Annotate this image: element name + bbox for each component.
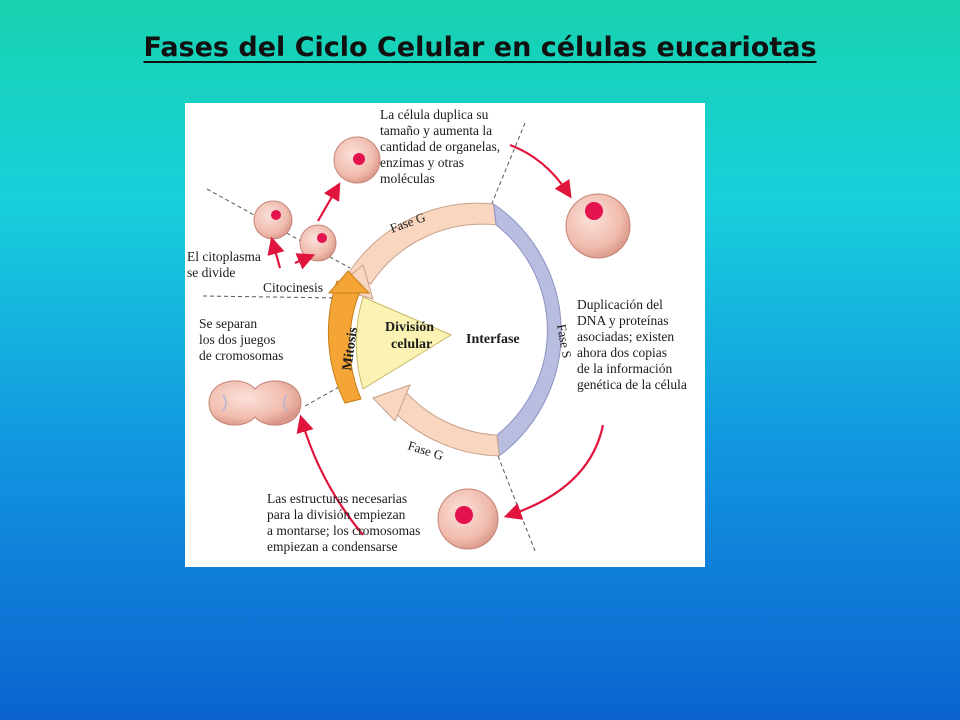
cycle-arrows	[267, 143, 605, 536]
slide-title: Fases del Ciclo Celular en células eucar…	[143, 32, 817, 63]
svg-text:a montarse; los cromosomas: a montarse; los cromosomas	[267, 523, 420, 538]
note-citocinesis: Citocinesis	[263, 280, 323, 295]
svg-text:DNA y proteínas: DNA y proteínas	[577, 313, 669, 328]
note-chromosomes: Se separan los dos juegos de cromosomas	[199, 316, 283, 363]
svg-text:ahora dos copias: ahora dos copias	[577, 345, 667, 360]
svg-text:se divide: se divide	[187, 265, 235, 280]
daughter-cell-2	[299, 224, 337, 262]
division-label-line1: División	[385, 320, 434, 335]
mitosis-band	[327, 280, 362, 404]
svg-text:La célula duplica su: La célula duplica su	[380, 107, 489, 122]
g2-arrow-head	[372, 384, 411, 422]
svg-text:tamaño y aumenta la: tamaño y aumenta la	[380, 123, 492, 138]
svg-text:para la división empiezan: para la división empiezan	[267, 507, 406, 522]
svg-text:empiezan a condensarse: empiezan a condensarse	[267, 539, 397, 554]
note-cytoplasm: El citoplasma se divide	[187, 249, 261, 280]
svg-text:asociadas; existen: asociadas; existen	[577, 329, 674, 344]
s-phase-label: Fase S	[554, 323, 575, 359]
g2-phase-band	[387, 387, 500, 457]
svg-text:de cromosomas: de cromosomas	[199, 348, 283, 363]
small-cell-upper	[333, 136, 381, 184]
mitosis-label: Mitosis	[340, 326, 361, 372]
s-phase-band	[493, 202, 562, 457]
svg-text:El citoplasma: El citoplasma	[187, 249, 261, 264]
note-g2-prep: Las estructuras necesarias para la divis…	[267, 491, 420, 554]
note-g1-growth: La célula duplica su tamaño y aumenta la…	[380, 107, 500, 186]
svg-text:Se separan: Se separan	[199, 316, 257, 331]
large-cell-top	[565, 193, 631, 259]
svg-text:enzimas y otras: enzimas y otras	[380, 155, 464, 170]
svg-text:genética de la célula: genética de la célula	[577, 377, 687, 392]
svg-text:cantidad de organelas,: cantidad de organelas,	[380, 139, 500, 154]
mitosis-arrow-head	[327, 270, 371, 294]
dividing-cell	[208, 380, 302, 426]
interfase-label: Interfase	[466, 332, 520, 347]
svg-text:los dos juegos: los dos juegos	[199, 332, 276, 347]
svg-text:de la información: de la información	[577, 361, 672, 376]
cell-cycle-diagram: División celular Interfase Mitosis Fase …	[185, 103, 705, 567]
svg-text:moléculas: moléculas	[380, 171, 435, 186]
note-s-replication: Duplicación del DNA y proteínas asociada…	[577, 297, 687, 392]
division-wedge	[355, 296, 453, 390]
svg-text:Las estructuras necesarias: Las estructuras necesarias	[267, 491, 407, 506]
svg-text:Duplicación del: Duplicación del	[577, 297, 663, 312]
division-label-line2: celular	[391, 337, 432, 352]
large-cell-bottom	[437, 488, 499, 550]
daughter-cell-1	[253, 200, 293, 240]
